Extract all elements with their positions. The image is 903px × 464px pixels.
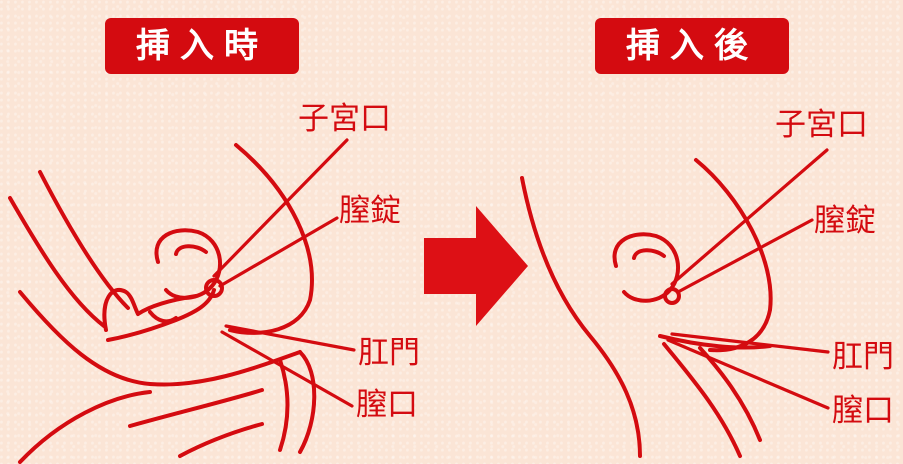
during-insertion-title: 挿入時: [105, 18, 299, 74]
right-arrow-icon: [424, 206, 528, 326]
left-leader-lines: [212, 138, 356, 408]
after-insertion-title: 挿入後: [595, 18, 789, 74]
right-body-outline: [520, 158, 773, 458]
left-label-cervix: 子宮口: [298, 101, 391, 137]
right-uterus: [612, 232, 681, 305]
right-label-vaginal-opening: 膣口: [832, 393, 894, 429]
right-leader-lines: [666, 148, 830, 410]
right-label-anus: 肛門: [832, 339, 894, 375]
right-label-pessary: 膣錠: [814, 203, 876, 239]
left-label-vaginal-opening: 膣口: [356, 387, 418, 423]
left-label-pessary: 膣錠: [339, 193, 401, 229]
right-label-cervix: 子宮口: [775, 107, 868, 143]
left-label-anus: 肛門: [358, 335, 420, 371]
left-hand-applicator: [102, 278, 224, 342]
left-uterus: [154, 228, 222, 300]
